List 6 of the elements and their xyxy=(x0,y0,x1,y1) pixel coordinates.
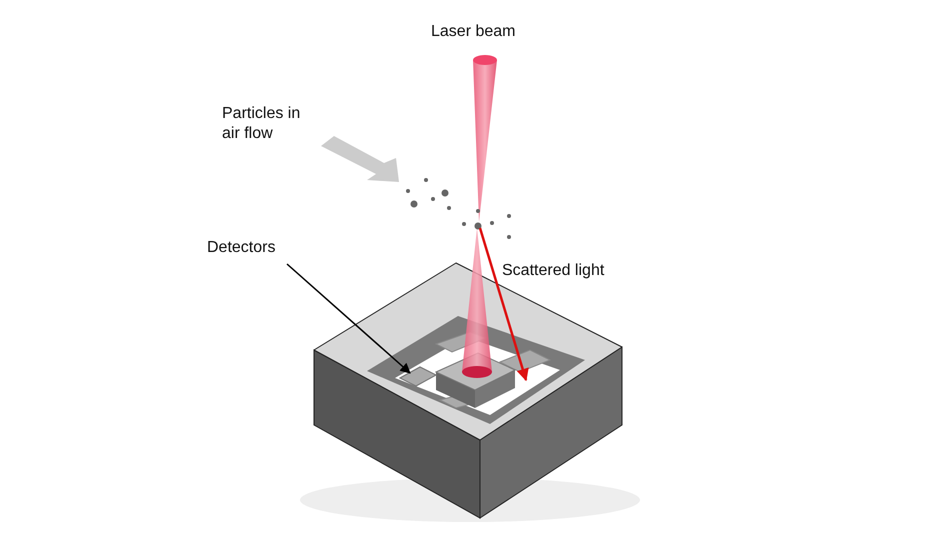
callout-label: Detectors xyxy=(207,238,276,258)
label: Scattered light xyxy=(502,261,604,281)
detector-pad xyxy=(398,366,438,387)
label: Particles in air flow xyxy=(222,104,302,144)
label: Laser beam xyxy=(431,22,516,42)
leader-line xyxy=(286,263,411,374)
